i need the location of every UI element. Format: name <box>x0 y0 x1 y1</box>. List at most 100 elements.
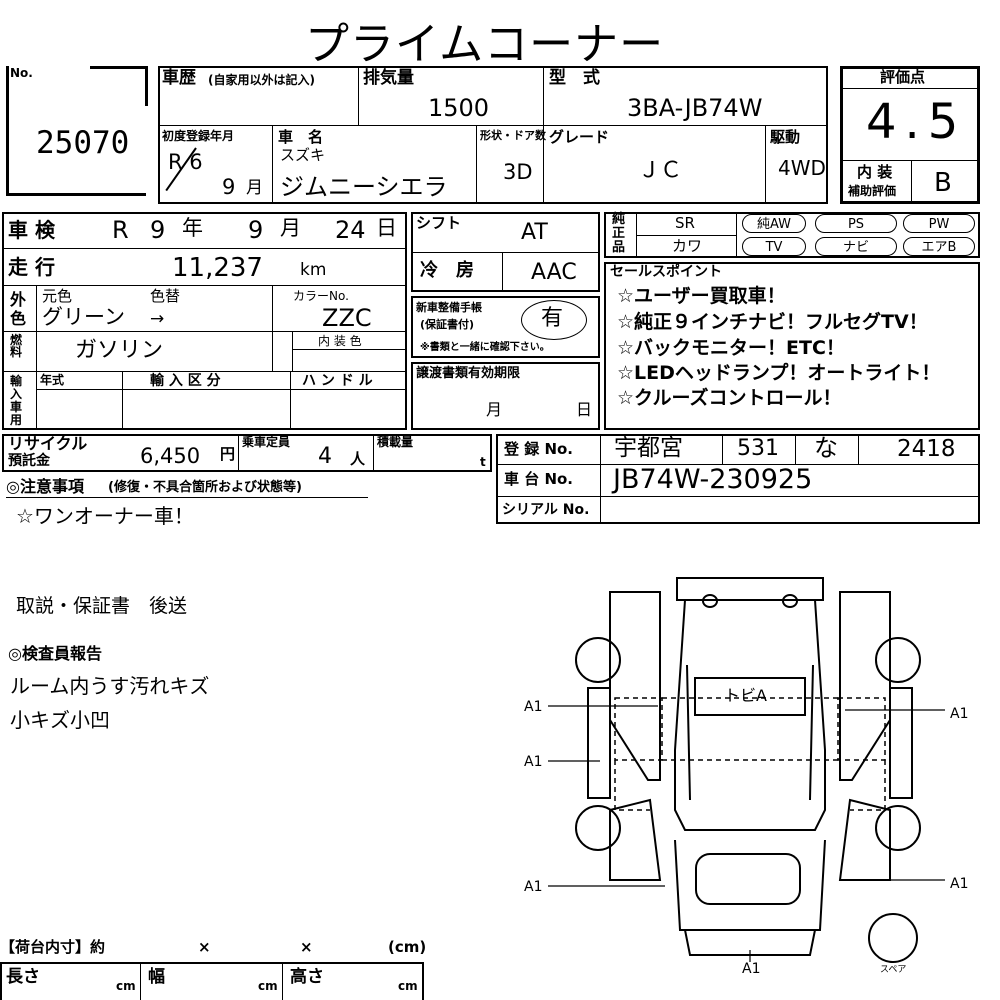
history-note: (自家用以外は記入) <box>208 73 315 87</box>
damage-mark: A1 <box>524 879 542 895</box>
recycle-label: リサイクル <box>8 434 88 453</box>
maintenance-label: 新車整備手帳 <box>416 301 482 314</box>
inspector-line: 小キズ小凹 <box>10 708 110 732</box>
maintenance-badge <box>521 300 587 340</box>
shift-label: シフト <box>416 214 462 232</box>
cargo-height-unit: cm <box>398 979 418 993</box>
serial-label: シリアル No. <box>502 502 590 518</box>
capacity-value: 4 <box>318 444 332 469</box>
recycle-box <box>2 434 492 472</box>
page-title: プライムコーナー <box>305 19 665 70</box>
car-name-label: 車 名 <box>278 128 324 146</box>
car-name-value: ジムニーシエラ <box>280 173 448 201</box>
chassis-value: JB74W-230925 <box>613 464 813 495</box>
inspection-day-unit: 日 <box>376 216 397 240</box>
orig-color-value: グリーン <box>42 305 125 329</box>
drive-value: 4WD <box>778 156 826 180</box>
orig-color-label: 元色 <box>42 287 73 305</box>
lot-number: 25070 <box>36 125 130 161</box>
import-year-label: 年式 <box>40 373 65 387</box>
inspection-day: 24 <box>335 216 366 244</box>
inspection-year: 9 <box>150 216 166 244</box>
registration-kana: な <box>814 434 838 462</box>
registration-office: 宇都宮 <box>614 435 683 461</box>
transfer-label: 譲渡書類有効期限 <box>416 366 521 381</box>
interior-score: B <box>934 168 952 198</box>
ac-value: AAC <box>531 260 577 285</box>
model-value: 3BA-JB74W <box>627 94 763 122</box>
grade-value: ＪＣ <box>638 158 683 183</box>
inspection-month: 9 <box>248 216 264 244</box>
maintenance-value: 有 <box>541 306 564 331</box>
registration-box <box>496 434 980 524</box>
sales-point-item: ☆バックモニター！ETC！ <box>617 337 845 359</box>
car-maker: スズキ <box>280 146 326 164</box>
recycle-unit: 円 <box>220 445 236 463</box>
load-label: 積載量 <box>377 435 414 449</box>
color-side-label: 外色 <box>10 290 27 328</box>
displacement-value: 1500 <box>428 94 490 122</box>
notes-text: ☆ワンオーナー車！ <box>16 504 194 528</box>
interior-sub-label: 補助評価 <box>848 184 897 198</box>
sales-points-label: セールスポイント <box>610 264 722 280</box>
vehicle-info-box <box>158 66 828 204</box>
import-side-label: 輸入車用 <box>10 374 23 427</box>
interior-color-label: 内 装 色 <box>318 334 362 348</box>
color-code-value: ZZC <box>322 304 372 332</box>
inspection-box <box>2 212 407 430</box>
first-reg-month: 9 <box>222 175 236 199</box>
equipment-alloy-wheels: 純AW <box>742 214 806 233</box>
cargo-unit: (cm) <box>388 938 427 956</box>
maintenance-note: ※書類と一緒に確認下さい。 <box>420 342 550 353</box>
recycle-value: 6,450 <box>140 444 201 468</box>
mileage-value: 11,237 <box>172 253 263 283</box>
notes-label: ◎注意事項 <box>6 477 84 496</box>
sales-point-item: ☆純正９インチナビ！フルセグTV！ <box>617 311 928 333</box>
notes-sub-label: (修復・不具合箇所および状態等) <box>108 480 302 495</box>
cargo-box <box>0 962 424 1000</box>
inspection-era: R <box>112 216 129 244</box>
equipment-box <box>604 212 980 258</box>
first-reg-month-unit: 月 <box>246 178 263 198</box>
damage-mark: A1 <box>950 876 968 892</box>
change-color-label: 色替 <box>150 287 181 305</box>
mileage-label: 走 行 <box>8 255 55 279</box>
car-damage-diagram: トビA A1 A1 A1 A1 A1 A1 スペア <box>524 577 968 977</box>
handle-label: ハ ン ド ル <box>302 373 373 389</box>
sales-points-box <box>604 262 980 430</box>
equipment-leather: カワ <box>672 237 703 255</box>
sales-point-item: ☆クルーズコントロール！ <box>617 387 842 409</box>
capacity-label: 乗車定員 <box>242 435 291 449</box>
grade-label: グレード <box>549 128 610 146</box>
color-code-label: カラーNo. <box>293 289 349 303</box>
roof-mark-label: トビA <box>724 686 767 705</box>
cargo-length-unit: cm <box>116 979 136 993</box>
drive-label: 駆動 <box>770 128 801 146</box>
damage-mark: A1 <box>742 961 760 977</box>
mileage-unit: km <box>300 260 327 280</box>
shift-value: AT <box>521 220 548 245</box>
cargo-label: 【荷台内寸】約 <box>0 938 106 956</box>
sales-point-item: ☆LEDヘッドランプ！オートライト！ <box>617 362 941 384</box>
displacement-label: 排気量 <box>363 68 414 88</box>
import-class-label: 輸 入 区 分 <box>150 373 221 389</box>
doors-label: 形状・ドア数 <box>480 129 546 142</box>
transfer-box <box>411 362 600 430</box>
ac-label: 冷 房 <box>420 260 474 281</box>
transfer-month-unit: 月 <box>486 400 503 419</box>
equipment-airbag: エアB <box>903 237 975 256</box>
load-unit: t <box>480 455 486 469</box>
first-reg-label: 初度登録年月 <box>162 129 235 143</box>
cargo-times-1: × <box>198 938 211 956</box>
cargo-times-2: × <box>300 938 313 956</box>
score-label: 評価点 <box>880 68 926 86</box>
sales-point-item: ☆ユーザー買取車！ <box>617 285 786 307</box>
registration-class: 531 <box>737 436 779 461</box>
damage-mark: A1 <box>524 754 542 770</box>
maintenance-box <box>411 296 600 358</box>
equipment-sr: SR <box>675 214 695 232</box>
fuel-label: 燃料 <box>10 333 23 359</box>
capacity-unit: 人 <box>350 450 366 468</box>
equipment-navi: ナビ <box>815 237 897 256</box>
registration-label: 登 録 No. <box>504 440 574 458</box>
